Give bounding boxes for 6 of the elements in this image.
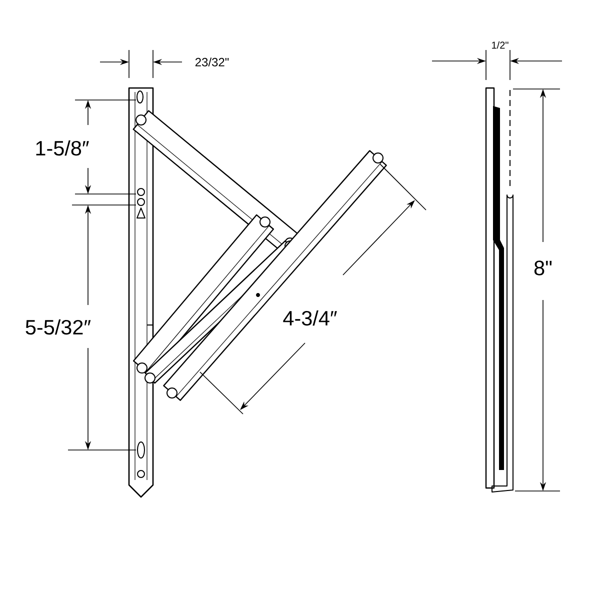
- dimension-label: 1/2": [492, 41, 508, 49]
- dimension-label: 4-3/4″: [283, 310, 337, 326]
- dimension-label: 8": [534, 260, 552, 276]
- dimension-label: 23/32": [195, 58, 229, 66]
- dimension-label: 1-5/8″: [36, 140, 89, 156]
- dimension-label: 5-5/32″: [26, 319, 91, 335]
